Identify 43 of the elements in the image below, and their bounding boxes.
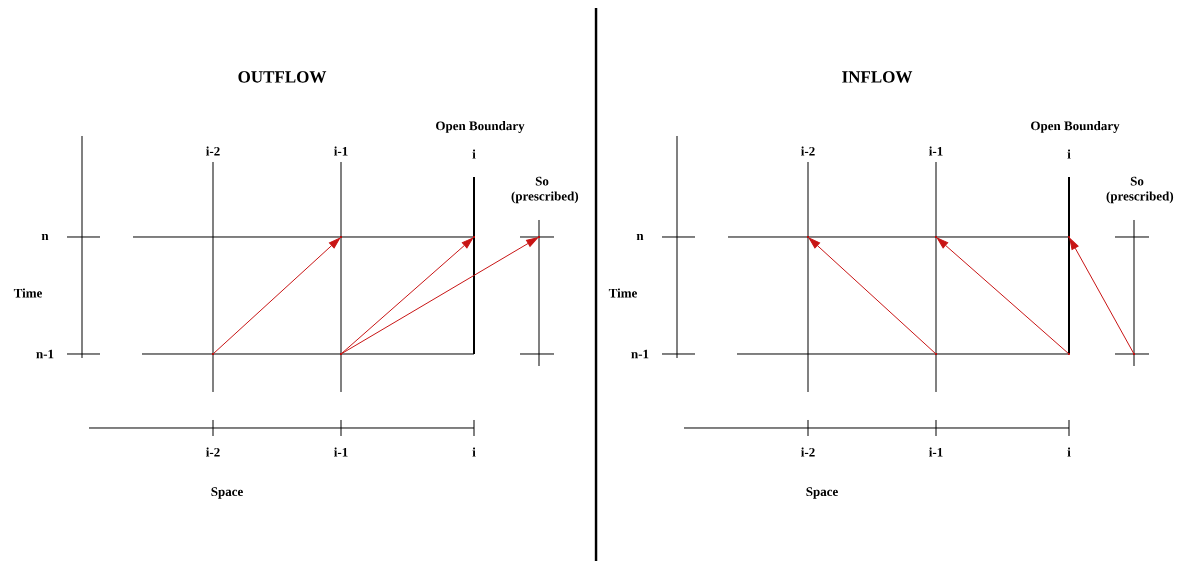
column-label: i-1 [929, 447, 943, 457]
panel-title: OUTFLOW [238, 71, 327, 83]
column-label: i-2 [206, 447, 220, 457]
arrow [340, 237, 474, 355]
grid-point [1133, 353, 1135, 355]
column-label: i-1 [334, 447, 348, 457]
row-label: n-1 [631, 349, 649, 359]
panel-title: INFLOW [842, 71, 913, 83]
column-label: i [472, 447, 476, 457]
arrow [936, 237, 1070, 355]
column-label: i-2 [801, 447, 815, 457]
column-label: i [1067, 447, 1071, 457]
arrow [808, 237, 937, 355]
grid-point [1068, 353, 1070, 355]
grid-point [1068, 236, 1070, 238]
boundary-label: So (prescribed) [1106, 176, 1174, 204]
grid-point [935, 236, 937, 238]
boundary-label: So (prescribed) [511, 176, 579, 204]
grid-point [212, 353, 214, 355]
row-label: n [636, 233, 644, 241]
axis-label: Time [608, 288, 637, 298]
axis-label: Space [211, 487, 243, 499]
arrow [212, 237, 341, 355]
grid-point [340, 236, 342, 238]
arrow [340, 237, 539, 355]
column-label: i-1 [929, 146, 943, 156]
boundary-label: Open Boundary [1031, 121, 1120, 133]
grid-point [473, 236, 475, 238]
axis-label: Space [806, 487, 838, 499]
column-label: i [1067, 149, 1071, 159]
row-label: n [41, 233, 49, 241]
column-label: i [472, 149, 476, 159]
column-label: i-2 [801, 146, 815, 156]
axis-label: Time [13, 288, 42, 298]
column-label: i-1 [334, 146, 348, 156]
arrow [1069, 237, 1135, 355]
grid-point [538, 236, 540, 238]
grid-point [340, 353, 342, 355]
column-label: i-2 [206, 146, 220, 156]
boundary-label: Open Boundary [436, 121, 525, 133]
grid-point [807, 236, 809, 238]
row-label: n-1 [36, 349, 54, 359]
grid-point [935, 353, 937, 355]
